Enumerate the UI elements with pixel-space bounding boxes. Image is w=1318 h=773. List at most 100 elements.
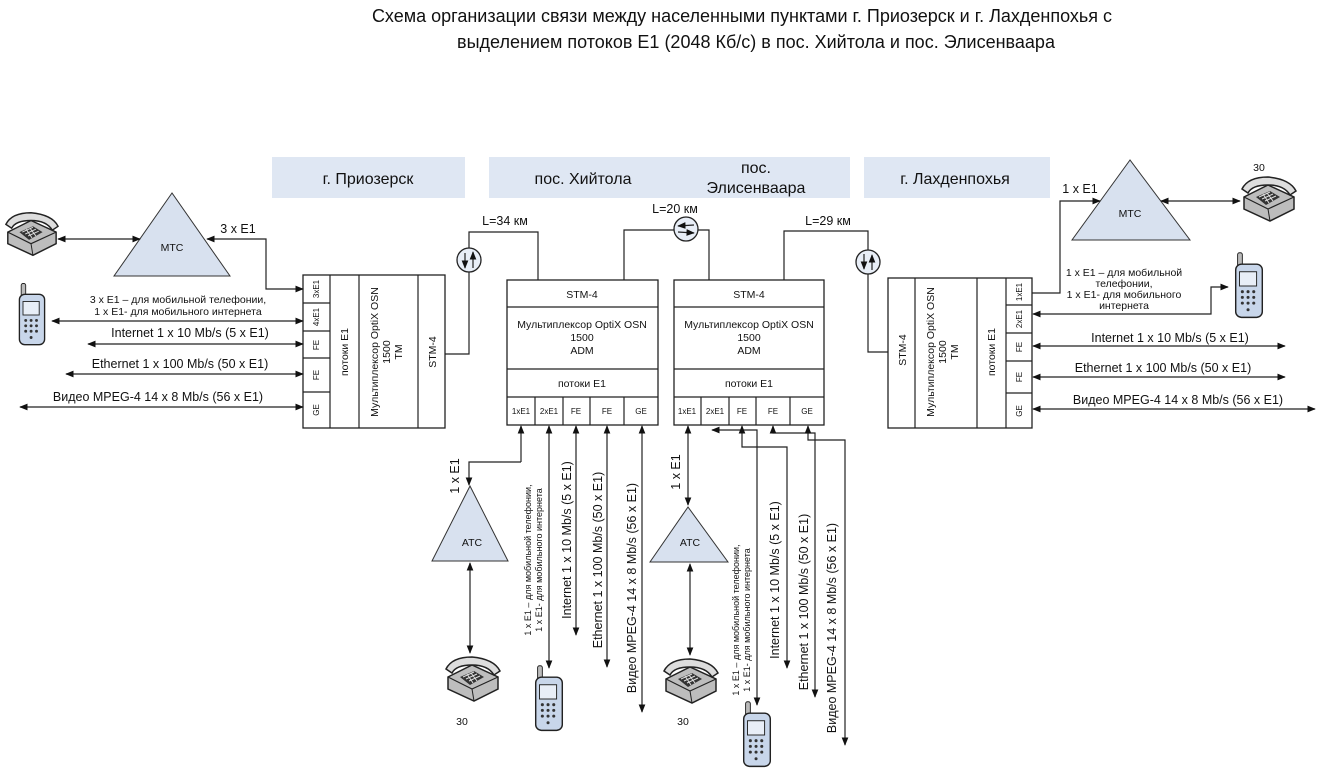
- mux-model: 1500: [937, 340, 949, 364]
- ethernet-label: Ethernet 1 x 100 Mb/s (50 x E1): [797, 514, 811, 690]
- optical-amplifier-icon: [673, 216, 699, 242]
- mux-model: 1500: [381, 340, 393, 364]
- region-hiytola: пос. Хийтола: [535, 171, 632, 188]
- mux-stm-label: STM-4: [566, 289, 598, 301]
- port-label: 1xE1: [512, 407, 531, 416]
- video-label: Видео MPEG-4 14 x 8 Mb/s (56 x E1): [825, 523, 839, 733]
- telephone-icon: [663, 658, 719, 704]
- e1-link-label: 3 x E1: [220, 222, 255, 236]
- mobile-label-line1: 3 x E1 – для мобильной телефонии,: [90, 294, 266, 306]
- internet-label: Internet 1 x 10 Mb/s (5 x E1): [1091, 331, 1249, 345]
- mobile-phone-icon: [18, 282, 46, 346]
- port-label: FE: [768, 407, 778, 416]
- fiber-link-3: [783, 230, 869, 280]
- port-label: 1xE1: [678, 407, 697, 416]
- diagram-title-line1: Схема организации связи между населенным…: [372, 6, 1112, 26]
- video-link: [804, 425, 849, 746]
- mux-type: TM: [949, 344, 961, 359]
- link-length-2: L=20 км: [652, 202, 698, 216]
- diagram-title-line2: выделением потоков E1 (2048 Кб/с) в пос.…: [457, 32, 1056, 52]
- ethernet-label: Ethernet 1 x 100 Mb/s (50 x E1): [591, 472, 605, 648]
- region-elisenvaara-line2: Элисенваара: [707, 180, 806, 197]
- ethernet-label: Ethernet 1 x 100 Mb/s (50 x E1): [1075, 361, 1251, 375]
- e1-mtc-link: [206, 235, 304, 293]
- port-label: GE: [635, 407, 647, 416]
- optical-amplifier-icon: [855, 249, 881, 275]
- mobile-label-line4: интернета: [1099, 300, 1149, 312]
- mux-type: ADM: [570, 345, 593, 357]
- video-label: Видео MPEG-4 14 x 8 Mb/s (56 x E1): [625, 483, 639, 693]
- port-label: FE: [312, 370, 321, 380]
- atc-triangle: [431, 484, 509, 562]
- port-label: FE: [571, 407, 581, 416]
- port-label: GE: [801, 407, 813, 416]
- optical-amplifier-icon: [456, 247, 482, 273]
- mux-name: Мультиплексор OptiX OSN: [925, 287, 937, 417]
- mux-model: 1500: [570, 332, 594, 344]
- mux-name: Мультиплексор OptiX OSN: [517, 319, 647, 331]
- port-label: 2xE1: [706, 407, 725, 416]
- telephone-icon: [445, 656, 501, 702]
- mobile-label-line2: 1 x E1- для мобильного интернета: [534, 488, 544, 632]
- e1-link-label: 1 x E1: [669, 454, 683, 489]
- port-label: FE: [602, 407, 612, 416]
- fiber-link-1b: [468, 231, 539, 280]
- mux-model: 1500: [737, 332, 761, 344]
- internet-label: Internet 1 x 10 Mb/s (5 x E1): [768, 501, 782, 659]
- fiber-link-1: [445, 272, 470, 355]
- region-lahdenpohya: г. Лахденпохья: [900, 171, 1010, 188]
- hiytola-multiplexer: STM-4 Мультиплексор OptiX OSN 1500 ADM п…: [506, 279, 659, 426]
- mobile-phone-icon: [742, 701, 772, 768]
- port-label: GE: [312, 404, 321, 416]
- video-label: Видео MPEG-4 14 x 8 Mb/s (56 x E1): [53, 390, 263, 404]
- phone-count: 30: [1253, 162, 1265, 174]
- fiber-link-3b: [867, 274, 888, 353]
- fiber-link-2b: [698, 229, 710, 280]
- region-priozersk: г. Приозерск: [323, 171, 415, 188]
- ethernet-label: Ethernet 1 x 100 Mb/s (50 x E1): [92, 357, 268, 371]
- mobile-label-line2: телефонии,: [1095, 278, 1152, 290]
- fiber-link-2: [623, 229, 674, 280]
- mux-stm-label: STM-4: [897, 334, 909, 366]
- e1-link-label: 1 x E1: [448, 458, 462, 493]
- mtc-left-triangle: [113, 192, 231, 277]
- telephone-icon: [5, 212, 59, 257]
- internet-label: Internet 1 x 10 Mb/s (5 x E1): [111, 326, 269, 340]
- mobile-label-line2: 1 x E1- для мобильного интернета: [94, 306, 262, 318]
- mux-streams-label: потоки E1: [986, 328, 998, 376]
- mux-streams-label: потоки E1: [558, 378, 606, 390]
- atc-label: АТС: [680, 537, 701, 549]
- region-priozersk-bg: [272, 157, 465, 198]
- left-multiplexer: 3xE1 4xE1 FE FE GE потоки E1 Мультиплекс…: [302, 274, 446, 429]
- region-hiytola-bg: [489, 157, 850, 198]
- phone-count: 30: [677, 716, 689, 728]
- mobile-label-line3: 1 x E1- для мобильного: [1067, 289, 1182, 301]
- port-label: 4xE1: [312, 307, 321, 326]
- mobile-label-line1: 1 x E1 – для мобильной телефонии,: [523, 484, 533, 635]
- mux-stm-label: STM-4: [733, 289, 765, 301]
- port-label: 1xE1: [1015, 282, 1024, 301]
- mobile-label-line2: 1 x E1- для мобильного интернета: [742, 548, 752, 692]
- video-label: Видео MPEG-4 14 x 8 Mb/s (56 x E1): [1073, 393, 1283, 407]
- mobile-label-line1: 1 x E1 – для мобильной телефонии,: [731, 544, 741, 695]
- right-multiplexer: STM-4 Мультиплексор OptiX OSN 1500 TM по…: [887, 277, 1033, 429]
- mux-stm-label: STM-4: [427, 336, 439, 368]
- atc-label: АТС: [462, 537, 483, 549]
- mtc-right-triangle: [1071, 159, 1191, 241]
- telephone-icon: [1241, 176, 1297, 222]
- port-label: 3xE1: [312, 279, 321, 298]
- port-label: FE: [1015, 372, 1024, 382]
- port-label: GE: [1015, 405, 1024, 417]
- mobile-phone-icon: [534, 665, 564, 732]
- mtc-left-label: МТС: [161, 242, 184, 254]
- mux-name: Мультиплексор OptiX OSN: [684, 319, 814, 331]
- mux-type: TM: [393, 344, 405, 359]
- link-length-1: L=34 км: [482, 214, 528, 228]
- port-label: 2xE1: [1015, 309, 1024, 328]
- atc-triangle: [649, 506, 729, 563]
- internet-label: Internet 1 x 10 Mb/s (5 x E1): [560, 461, 574, 619]
- region-elisenvaara-line1: пос.: [741, 160, 771, 177]
- mux-name: Мультиплексор OptiX OSN: [369, 287, 381, 417]
- link-length-3: L=29 км: [805, 214, 851, 228]
